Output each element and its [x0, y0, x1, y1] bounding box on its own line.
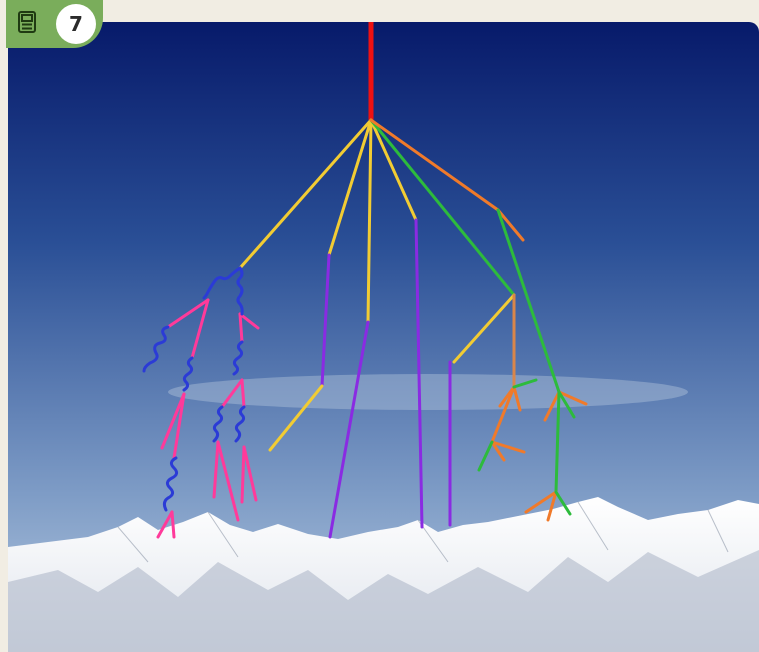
branch-yellow-mid-right [369, 118, 418, 222]
track-pink-6 [156, 510, 174, 539]
track-orange-e2 [557, 390, 588, 406]
track-pink-4 [160, 392, 186, 450]
track-pink-11 [212, 440, 220, 499]
track-pink-9 [220, 378, 244, 409]
track-green-f [554, 390, 561, 494]
track-green-d [477, 440, 494, 472]
photon-5 [162, 456, 179, 512]
track-purple-3 [414, 218, 424, 529]
track-pink-2 [190, 298, 210, 360]
track-orange-e [543, 390, 561, 422]
photon-7 [212, 405, 224, 443]
track-green-g [554, 490, 572, 516]
track-purple-2 [328, 320, 370, 539]
branch-yellow-center [366, 118, 373, 324]
track-yellow-short [268, 384, 324, 452]
track-orange-d [490, 440, 526, 454]
track-pink-8 [238, 312, 244, 344]
figure-number: 7 [56, 4, 96, 44]
shower-branches [156, 118, 588, 539]
track-orange-c3 [512, 385, 522, 412]
track-green-e [557, 390, 576, 419]
illustration-photo [8, 22, 759, 652]
air-shower-illustration [8, 22, 759, 652]
branch-yellow-left [238, 118, 373, 270]
track-pink-10 [240, 378, 246, 409]
track-yellow-right [452, 293, 516, 364]
track-green-a [496, 208, 561, 394]
branch-green [369, 118, 516, 297]
track-green-c [512, 378, 538, 389]
figure-icon [18, 11, 36, 33]
mountain-shadows [8, 550, 759, 652]
photon-2 [236, 266, 244, 316]
track-pink-1 [166, 298, 210, 329]
track-pink-12 [216, 440, 240, 522]
track-purple-1 [320, 253, 331, 388]
branch-yellow-mid-left [327, 118, 373, 257]
track-orange-c [490, 385, 516, 444]
cloud [168, 374, 688, 410]
photon-4 [182, 356, 194, 392]
track-orange-g [524, 490, 558, 514]
photon-8 [234, 405, 246, 443]
track-pink-13 [240, 445, 246, 504]
track-orange-g2 [546, 490, 558, 522]
photon-wavy-lines [142, 266, 246, 512]
figure-badge: 7 [6, 0, 103, 48]
photon-6 [232, 340, 244, 376]
track-orange-d2 [490, 440, 506, 462]
photon-3 [142, 325, 170, 373]
track-orange-a [496, 208, 525, 242]
track-pink-14 [242, 445, 258, 502]
track-pink-5 [172, 392, 186, 460]
photon-1 [202, 266, 242, 300]
branch-orange [369, 118, 500, 212]
track-orange-c2 [498, 385, 516, 408]
track-pink-3 [238, 312, 260, 330]
track-pink-7 [170, 510, 176, 539]
mountain-ridges [117, 501, 729, 563]
